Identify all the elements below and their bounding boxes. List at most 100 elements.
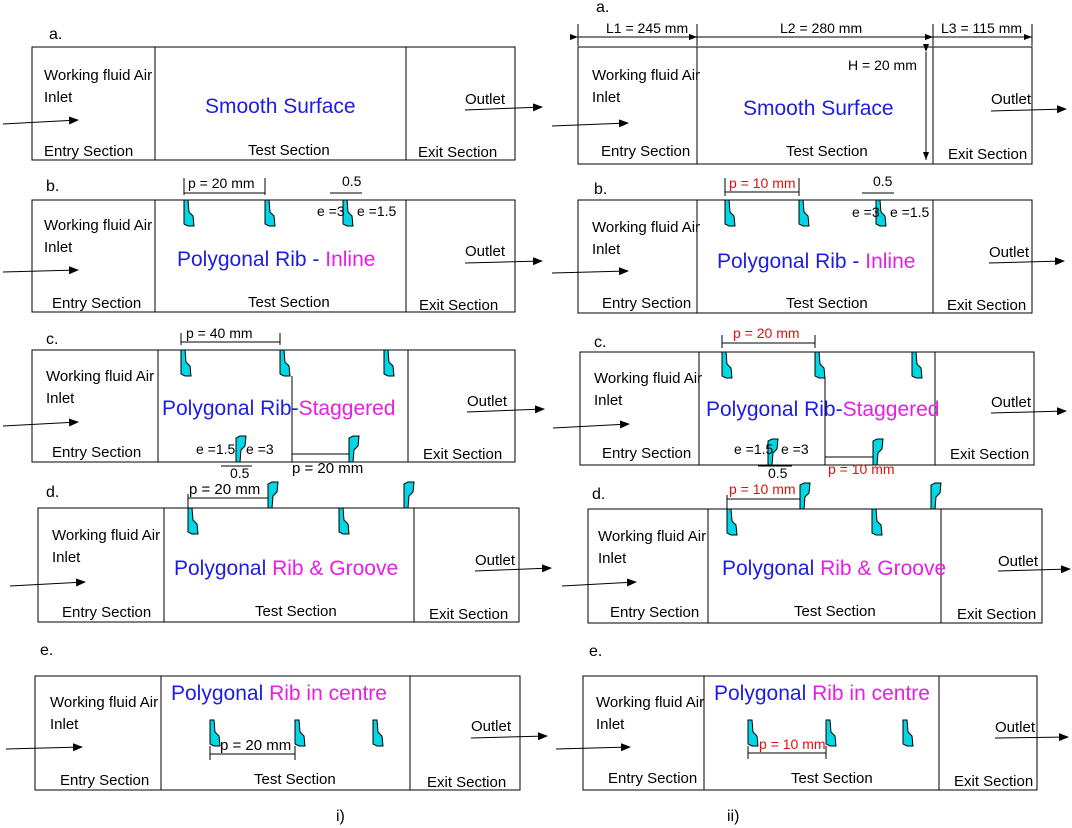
test-section-label: Test Section xyxy=(794,603,876,620)
l3-label: L3 = 115 mm xyxy=(941,20,1022,36)
fluid-label: Working fluid Air xyxy=(598,528,706,545)
case-letter: c. xyxy=(46,331,58,348)
case-letter: d. xyxy=(46,484,59,501)
inlet-arrow xyxy=(2,266,79,275)
left-case-c: c. Working fluid Air Inlet Entry Section… xyxy=(2,325,545,481)
inlet-arrow xyxy=(555,743,631,752)
case-title: Polygonal Rib - Inline xyxy=(177,248,375,271)
case-title: Polygonal Rib - Inline xyxy=(717,250,915,273)
outlet-arrow xyxy=(994,733,1069,742)
exit-section-label: Exit Section xyxy=(948,146,1027,163)
test-section-label: Test Section xyxy=(786,143,868,160)
case-title: Polygonal Rib & Groove xyxy=(722,557,946,580)
rib xyxy=(180,349,192,377)
case-title: Smooth Surface xyxy=(205,95,356,118)
exit-section-label: Exit Section xyxy=(419,297,498,314)
entry-section-label: Entry Section xyxy=(602,295,691,312)
outlet-label: Outlet xyxy=(467,393,508,410)
outlet-arrow xyxy=(990,407,1067,416)
case-letter: a. xyxy=(49,26,62,43)
exit-section-label: Exit Section xyxy=(947,297,1026,314)
inlet-label: Inlet xyxy=(44,239,73,256)
right-caption: ii) xyxy=(727,808,739,825)
right-case-b: b. Working fluid Air Inlet Entry Section… xyxy=(551,173,1065,314)
outlet-arrow xyxy=(464,103,543,112)
pitch-label: p = 20 mm xyxy=(733,325,800,341)
fluid-label: Working fluid Air xyxy=(44,217,152,234)
inlet-label: Inlet xyxy=(46,390,75,407)
l1-label: L1 = 245 mm xyxy=(606,20,688,36)
test-section-label: Test Section xyxy=(786,295,868,312)
test-section-label: Test Section xyxy=(254,771,336,788)
fluid-label: Working fluid Air xyxy=(592,67,700,84)
entry-section-label: Entry Section xyxy=(52,295,141,312)
outlet-label: Outlet xyxy=(465,91,506,108)
rib xyxy=(209,719,221,747)
duct-outline xyxy=(577,199,1033,314)
height-label-15: e =1.5 xyxy=(196,441,236,457)
rib xyxy=(726,508,738,536)
test-section-label: Test Section xyxy=(248,294,330,311)
pitch-label-bottom: p = 10 mm xyxy=(828,461,895,477)
rib xyxy=(747,719,759,747)
right-panel: a. L1 = 245 mm L2 = 280 mm L3 = 115 mm H… xyxy=(551,0,1071,825)
case-letter: b. xyxy=(594,181,607,198)
right-case-a: a. L1 = 245 mm L2 = 280 mm L3 = 115 mm H… xyxy=(551,0,1067,165)
case-letter: e. xyxy=(40,642,53,659)
outlet-arrow xyxy=(464,257,543,266)
fluid-label: Working fluid Air xyxy=(592,219,700,236)
rib xyxy=(911,351,923,379)
width-label: 0.5 xyxy=(873,173,893,189)
height-label-15: e =1.5 xyxy=(734,441,774,457)
entry-section-label: Entry Section xyxy=(608,770,697,787)
case-title: Polygonal Rib & Groove xyxy=(174,557,398,580)
outlet-label: Outlet xyxy=(995,719,1036,736)
inlet-arrow xyxy=(9,578,86,587)
rib xyxy=(383,349,395,377)
case-letter: b. xyxy=(46,178,59,195)
h-label: H = 20 mm xyxy=(848,57,917,73)
inlet-label: Inlet xyxy=(52,549,81,566)
width-label: 0.5 xyxy=(342,173,362,189)
rib xyxy=(183,199,195,227)
fluid-label: Working fluid Air xyxy=(44,67,152,84)
outlet-label: Outlet xyxy=(991,91,1032,108)
exit-section-label: Exit Section xyxy=(954,773,1033,790)
left-case-b: b. Working fluid Air Inlet Entry Section… xyxy=(2,173,543,314)
height-label-3: e =3 xyxy=(246,441,274,457)
inlet-arrow xyxy=(2,418,79,427)
duct-outline xyxy=(31,46,516,161)
rib xyxy=(279,349,291,377)
inlet-arrow xyxy=(552,420,630,429)
entry-section-label: Entry Section xyxy=(602,445,691,462)
fluid-label: Working fluid Air xyxy=(50,694,158,711)
exit-section-label: Exit Section xyxy=(418,144,497,161)
inlet-label: Inlet xyxy=(44,89,73,106)
duct-outline xyxy=(31,349,516,463)
right-case-e: e. Working fluid Air Inlet Entry Section… xyxy=(555,643,1069,791)
rib xyxy=(902,719,914,747)
inlet-label: Inlet xyxy=(596,716,625,733)
inlet-label: Inlet xyxy=(598,550,627,567)
entry-section-label: Entry Section xyxy=(610,604,699,621)
exit-section-label: Exit Section xyxy=(423,446,502,463)
fluid-label: Working fluid Air xyxy=(46,368,154,385)
duct-outline xyxy=(582,675,1038,791)
pitch-label: p = 20 mm xyxy=(188,175,255,191)
right-case-c: c. Working fluid Air Inlet Entry Section… xyxy=(552,325,1067,481)
height-label-3: e =3 xyxy=(317,203,345,219)
entry-section-label: Entry Section xyxy=(601,143,690,160)
entry-section-label: Entry Section xyxy=(52,444,141,461)
height-label-3: e =3 xyxy=(781,441,809,457)
height-label-3: e =3 xyxy=(852,204,880,220)
rib xyxy=(372,719,384,747)
rib xyxy=(724,199,736,227)
inlet-arrow xyxy=(551,267,629,276)
rib xyxy=(187,507,199,535)
rib xyxy=(825,719,837,747)
outlet-arrow xyxy=(470,732,548,741)
entry-section-label: Entry Section xyxy=(62,604,151,621)
duct-outline xyxy=(577,46,1033,165)
exit-section-label: Exit Section xyxy=(429,606,508,623)
outlet-label: Outlet xyxy=(989,244,1030,261)
